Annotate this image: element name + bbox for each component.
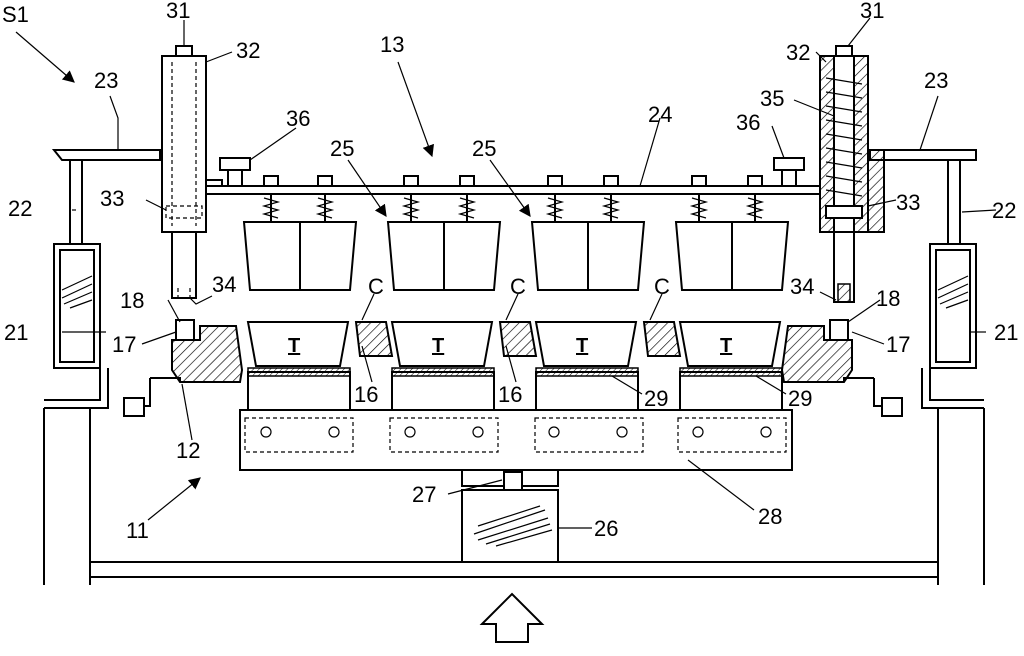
- label-36-right: 36: [736, 110, 760, 135]
- cylinder-rod: [503, 471, 523, 491]
- upper-plate: [205, 157, 821, 222]
- left-guide-post: [161, 45, 223, 299]
- label-22-right: 22: [992, 198, 1016, 223]
- label-33-left: 33: [100, 186, 124, 211]
- label-24: 24: [648, 102, 672, 127]
- lower-platen: [239, 409, 793, 471]
- left-lift-assembly: [44, 149, 161, 409]
- workpieces: T T T T: [246, 321, 782, 367]
- label-c-1: C: [368, 274, 384, 299]
- label-27: 27: [412, 482, 436, 507]
- right-lift-assembly: [869, 149, 984, 409]
- label-31-left: 31: [166, 0, 190, 23]
- label-33-right: 33: [896, 190, 920, 215]
- label-13: 13: [380, 32, 404, 57]
- label-17-left: 17: [112, 332, 136, 357]
- label-c-3: C: [654, 274, 670, 299]
- right-pin-18: [829, 319, 849, 341]
- label-25-right: 25: [472, 136, 496, 161]
- label-12: 12: [176, 438, 200, 463]
- workpiece-label-3: T: [576, 335, 588, 357]
- clamps: [354, 321, 682, 357]
- label-21-left: 21: [4, 320, 28, 345]
- leader-lines: [15, 17, 997, 529]
- left-valve: [123, 397, 145, 417]
- label-23-left: 23: [94, 68, 118, 93]
- workpiece-label-4: T: [720, 335, 732, 357]
- label-18-right: 18: [876, 286, 900, 311]
- workpiece-label-2: T: [432, 335, 444, 357]
- label-28: 28: [758, 504, 782, 529]
- lower-dies: [247, 367, 783, 411]
- reference-labels: S1 23 31 32 13 36 25 25 24 36 22 33 34 1…: [2, 0, 1018, 543]
- label-29-left: 29: [644, 386, 668, 411]
- label-16-left: 16: [354, 382, 378, 407]
- left-pin-18: [175, 319, 195, 341]
- label-35: 35: [760, 86, 784, 111]
- label-21-right: 21: [994, 320, 1018, 345]
- label-31-right: 31: [860, 0, 884, 23]
- label-34-right: 34: [790, 274, 814, 299]
- label-36-left: 36: [286, 106, 310, 131]
- workpiece-label-1: T: [288, 335, 300, 357]
- left-table: [123, 319, 244, 417]
- label-25-left: 25: [330, 136, 354, 161]
- label-17-right: 17: [886, 332, 910, 357]
- label-26: 26: [594, 516, 618, 541]
- label-34-left: 34: [212, 272, 236, 297]
- right-table: [780, 319, 903, 417]
- label-18-left: 18: [120, 288, 144, 313]
- upper-press-blocks: [242, 221, 790, 291]
- label-32-left: 32: [236, 38, 260, 63]
- right-valve: [881, 397, 903, 417]
- label-32-right: 32: [786, 40, 810, 65]
- label-11: 11: [126, 518, 149, 543]
- label-22-left: 22: [8, 196, 32, 221]
- press-cylinder: [461, 489, 559, 563]
- pressure-arrow: [479, 592, 545, 643]
- label-s1: S1: [2, 2, 29, 27]
- label-16-right: 16: [498, 382, 522, 407]
- label-c-2: C: [510, 274, 526, 299]
- label-29-right: 29: [788, 386, 812, 411]
- right-guide-post: [819, 45, 885, 303]
- label-23-right: 23: [924, 68, 948, 93]
